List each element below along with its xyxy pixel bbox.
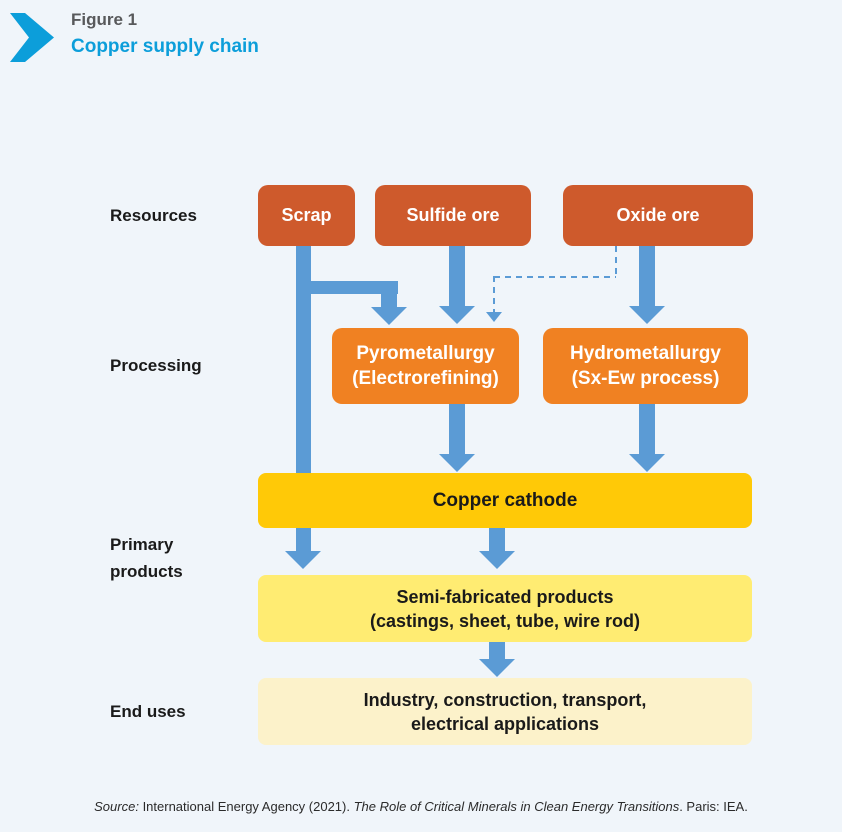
pyro-to-cathode-arrow-shaft: [449, 404, 465, 455]
source-suffix: . Paris: IEA.: [679, 799, 748, 814]
node-hydrometallurgy-label: Hydrometallurgy: [570, 343, 721, 364]
node-copper-cathode-label: Copper cathode: [432, 489, 578, 511]
cathode-to-semifab-arrow-shaft: [489, 528, 505, 552]
row-label-end-uses: End uses: [110, 701, 186, 721]
semifab-to-enduses-arrowhead: [479, 659, 515, 677]
node-semifab-label: Semi-fabricated products: [396, 586, 614, 607]
source-prefix: Source:: [94, 799, 139, 814]
node-sulfide-ore-label: Sulfide ore: [406, 205, 500, 225]
source-citation: Source: International Energy Agency (202…: [0, 799, 842, 814]
pyro-to-cathode-arrowhead: [439, 454, 475, 472]
cathode-to-semifab-arrowhead: [479, 551, 515, 569]
chevron-right-icon: [10, 13, 54, 62]
oxide-to-hydro-arrow-shaft: [639, 246, 655, 307]
node-scrap: Scrap: [258, 185, 355, 246]
row-label-primary-products: Primary products: [110, 535, 183, 581]
node-end-uses-line2: electrical applications: [410, 713, 600, 734]
oxide-to-pyro-dashed-segment-2: [494, 276, 616, 278]
node-sulfide-ore: Sulfide ore: [375, 185, 531, 246]
node-scrap-label: Scrap: [281, 205, 332, 225]
node-pyrometallurgy: Pyrometallurgy (Electrorefining): [332, 328, 519, 404]
oxide-to-pyro-dashed-segment-3: [493, 276, 495, 312]
source-body: International Energy Agency (2021).: [138, 799, 354, 814]
source-work-title: The Role of Critical Minerals in Clean E…: [353, 799, 680, 814]
node-pyrometallurgy-sublabel: (Electrorefining): [352, 368, 499, 389]
scrap-to-pyro-arrowhead: [371, 307, 407, 325]
figure-number-label: Figure 1: [71, 10, 138, 29]
sulfide-to-pyro-arrowhead: [439, 306, 475, 324]
oxide-to-hydro-arrowhead: [629, 306, 665, 324]
node-hydrometallurgy: Hydrometallurgy (Sx-Ew process): [543, 328, 748, 404]
sulfide-to-pyro-arrow-shaft: [449, 246, 465, 307]
scrap-to-pyro-arrow-shaft: [381, 292, 397, 308]
hydro-to-cathode-arrow-shaft: [639, 404, 655, 455]
node-pyrometallurgy-label: Pyrometallurgy: [356, 343, 495, 364]
node-end-uses-line1: Industry, construction, transport,: [363, 689, 647, 710]
node-end-uses: Industry, construction, transport, elect…: [258, 678, 752, 745]
row-label-resources: Resources: [110, 205, 197, 225]
figure-title: Copper supply chain: [71, 36, 259, 57]
node-semi-fabricated-products: Semi-fabricated products (castings, shee…: [258, 575, 752, 642]
scrap-to-pyro-arrow-elbow: [296, 281, 398, 294]
node-oxide-ore-label: Oxide ore: [616, 205, 700, 225]
node-copper-cathode: Copper cathode: [258, 473, 752, 528]
oxide-to-pyro-dashed-arrowhead: [486, 312, 502, 322]
row-label-processing: Processing: [110, 356, 202, 375]
hydro-to-cathode-arrowhead: [629, 454, 665, 472]
oxide-to-pyro-dashed-segment-1: [615, 246, 617, 278]
scrap-to-semifab-arrowhead: [285, 551, 321, 569]
node-hydrometallurgy-sublabel: (Sx-Ew process): [571, 368, 720, 389]
semifab-to-enduses-arrow-shaft: [489, 642, 505, 660]
node-semifab-sublabel: (castings, sheet, tube, wire rod): [369, 610, 641, 631]
node-oxide-ore: Oxide ore: [563, 185, 753, 246]
